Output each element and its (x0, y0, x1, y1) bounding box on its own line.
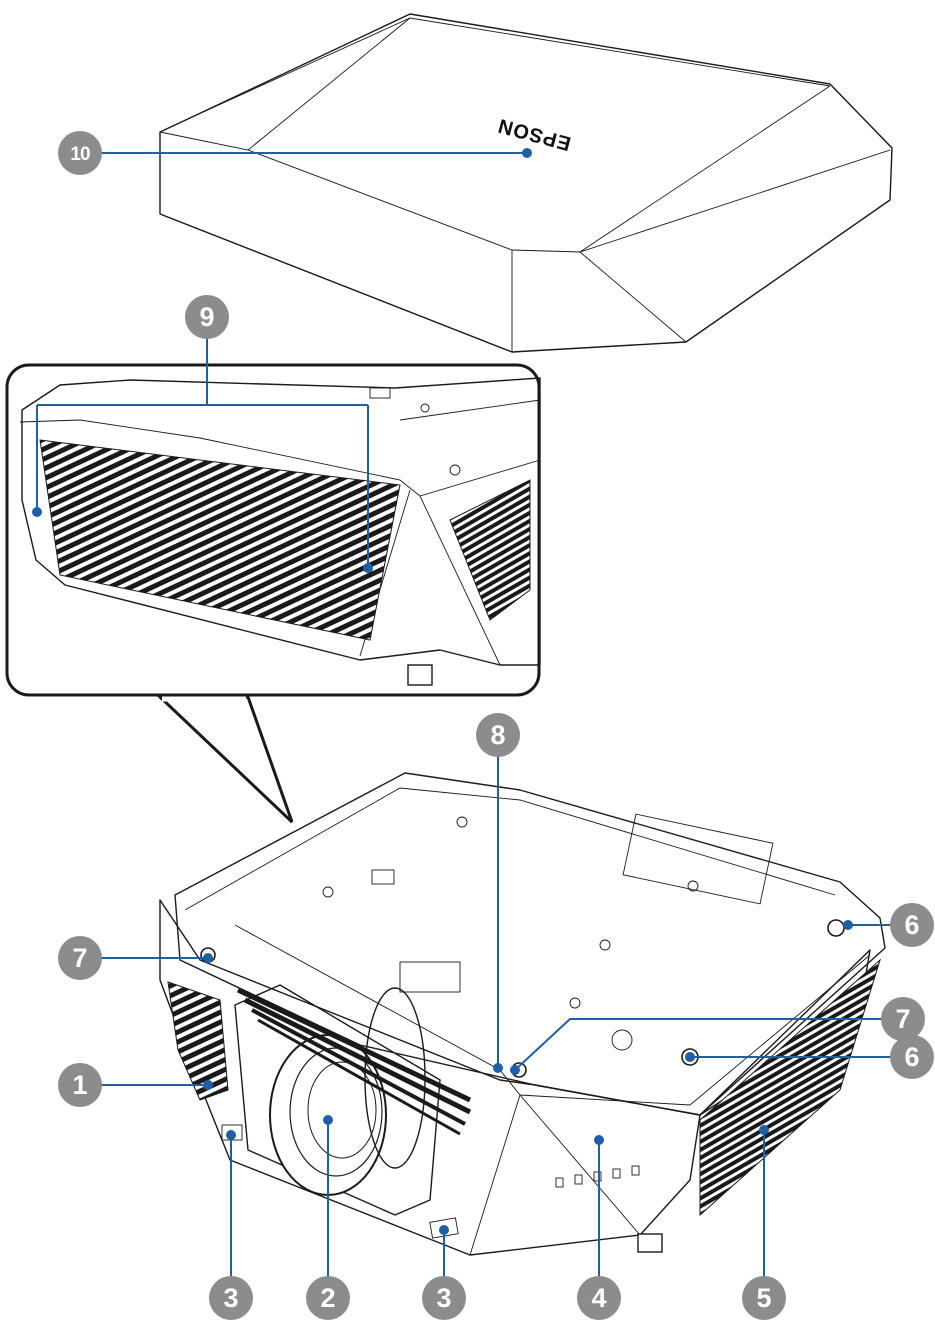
svg-text:6: 6 (904, 1042, 919, 1072)
svg-text:4: 4 (591, 1283, 606, 1313)
svg-text:3: 3 (436, 1283, 451, 1313)
svg-text:2: 2 (320, 1283, 335, 1313)
svg-text:1: 1 (72, 1070, 87, 1100)
svg-text:3: 3 (223, 1283, 238, 1313)
callout-2: 2 (306, 1276, 350, 1320)
top-cover: EPSON (159, 13, 893, 353)
svg-text:8: 8 (490, 720, 505, 750)
callout-8: 8 (476, 713, 520, 757)
callout-6-bottom: 6 (890, 1035, 934, 1079)
inset-panel (5, 363, 541, 697)
callout-5: 5 (742, 1276, 786, 1320)
callout-3-left: 3 (209, 1276, 253, 1320)
svg-text:7: 7 (895, 1004, 910, 1034)
projector-body (159, 772, 886, 1256)
svg-text:7: 7 (72, 943, 87, 973)
callout-1: 1 (58, 1063, 102, 1107)
callout-6-top: 6 (890, 903, 934, 947)
svg-text:5: 5 (756, 1283, 771, 1313)
indicator-group (555, 1165, 640, 1188)
svg-text:6: 6 (904, 910, 919, 940)
callout-4: 4 (577, 1276, 621, 1320)
callout-9: 9 (185, 295, 229, 339)
callout-7-left: 7 (58, 936, 102, 980)
inset-pointer (156, 695, 294, 824)
brand-logo: EPSON (495, 114, 573, 155)
svg-text:9: 9 (199, 302, 214, 332)
callout-3-right: 3 (422, 1276, 466, 1320)
svg-text:10: 10 (70, 144, 90, 165)
callout-7-right: 7 (881, 997, 925, 1041)
callout-10: 10 (58, 131, 102, 175)
